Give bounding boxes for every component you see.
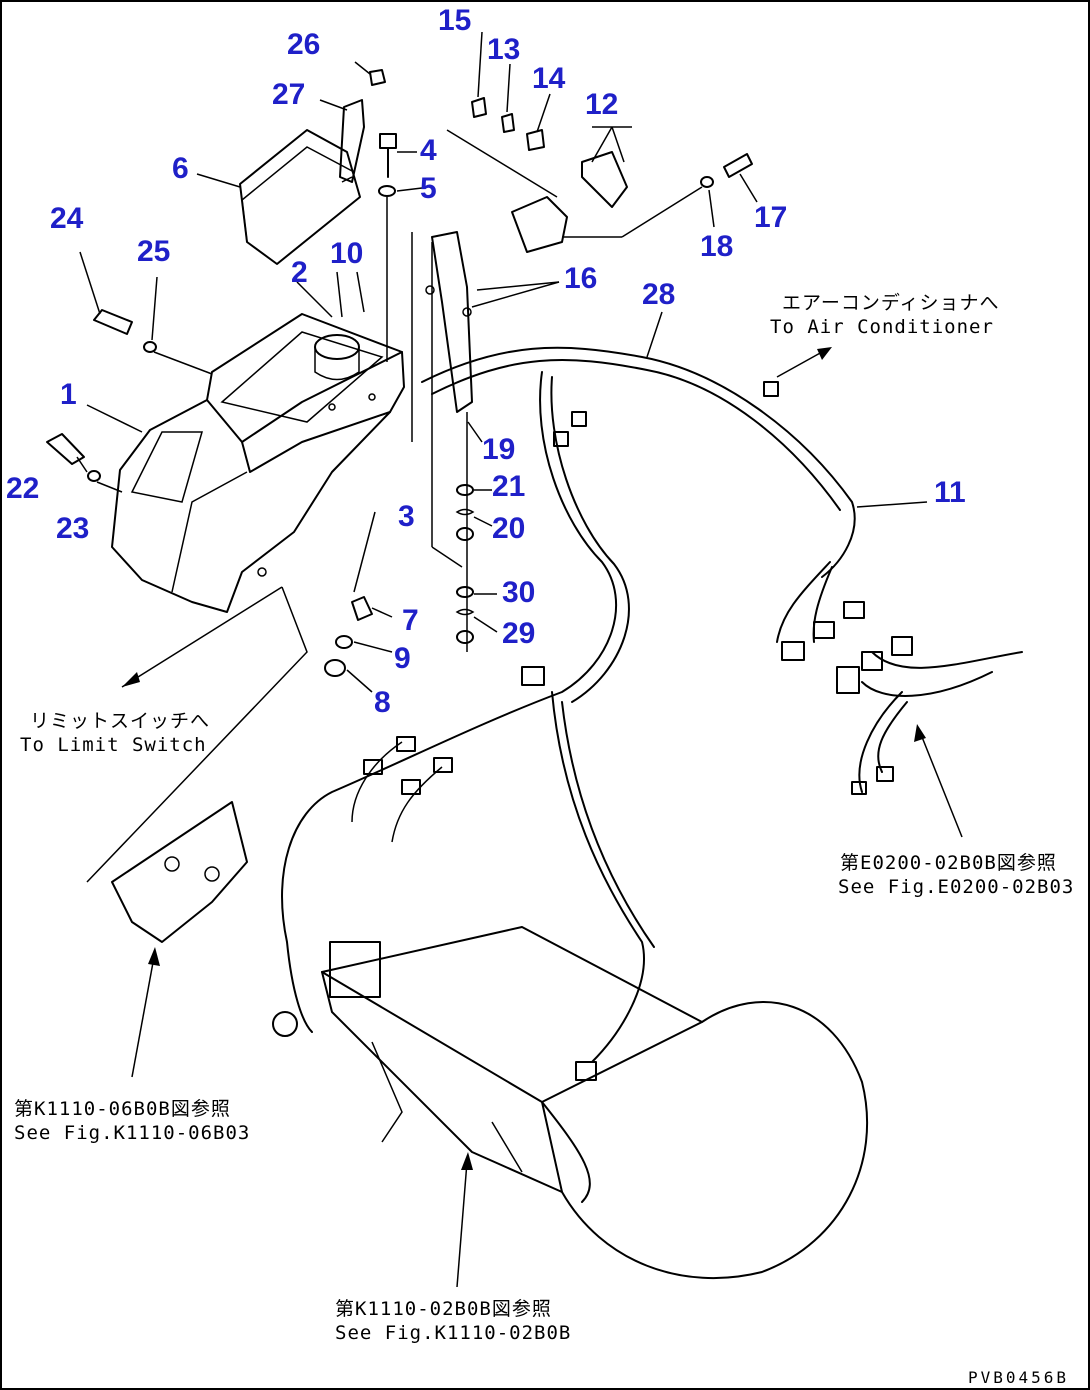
washer-23 [87, 470, 101, 482]
console-housing [111, 313, 405, 613]
note-ref-k1110-06-en: See Fig.K1110-06B03 [14, 1122, 251, 1144]
part-13 [501, 113, 515, 133]
callout-16: 16 [564, 262, 598, 295]
callout-4: 4 [420, 134, 437, 167]
bolt-17 [723, 153, 753, 178]
washer-18 [700, 176, 714, 188]
mount-bracket [111, 801, 248, 943]
nut-9 [335, 635, 353, 649]
callout-8: 8 [374, 686, 391, 719]
note-limit-switch-en: To Limit Switch [20, 734, 207, 756]
callout-20: 20 [492, 512, 526, 545]
callout-2: 2 [291, 256, 308, 289]
spring-20 [455, 508, 475, 516]
bolt-4 [379, 133, 397, 178]
washer-25 [143, 341, 157, 353]
part-22 [46, 433, 85, 465]
note-air-conditioner-en: To Air Conditioner [770, 316, 994, 338]
callout-13: 13 [487, 33, 521, 66]
callout-19: 19 [482, 433, 516, 466]
nut-26 [369, 69, 386, 86]
callout-6: 6 [172, 152, 189, 185]
callout-26: 26 [287, 28, 321, 61]
callout-7: 7 [402, 604, 419, 637]
callout-5: 5 [420, 172, 437, 205]
bracket-16 [431, 231, 473, 413]
callout-9: 9 [394, 642, 411, 675]
switch-12 [581, 151, 628, 208]
clamp-7 [351, 596, 373, 621]
note-air-conditioner-jp: エアーコンディショナへ [782, 292, 1000, 314]
callout-12: 12 [585, 88, 619, 121]
callout-30: 30 [502, 576, 536, 609]
callout-27: 27 [272, 78, 306, 111]
callout-11: 11 [934, 476, 966, 509]
note-limit-switch-jp: リミットスイッチへ [30, 710, 211, 732]
callout-3: 3 [398, 500, 415, 533]
part-15 [471, 97, 487, 118]
callout-18: 18 [700, 230, 734, 263]
note-ref-k1110-06-jp: 第K1110-06B0B図参照 [14, 1098, 231, 1120]
callout-1: 1 [60, 378, 77, 411]
nut-21 [456, 484, 474, 496]
note-ref-k1110-02-jp: 第K1110-02B0B図参照 [335, 1298, 552, 1320]
callout-29: 29 [502, 617, 536, 650]
wire-harness [281, 346, 1023, 1063]
bracket-27 [339, 99, 365, 183]
callout-14: 14 [532, 62, 566, 95]
note-ref-e0200-en: See Fig.E0200-02B03 [838, 876, 1075, 898]
spring-29 [455, 608, 475, 616]
callout-21: 21 [492, 470, 526, 503]
callout-15: 15 [438, 4, 472, 37]
callout-10: 10 [330, 237, 364, 270]
washer-5 [378, 185, 396, 197]
callout-25: 25 [137, 235, 171, 268]
note-ref-e0200-jp: 第E0200-02B0B図参照 [840, 852, 1057, 874]
drawing-code: PVB0456B [968, 1368, 1070, 1387]
part-14 [526, 129, 545, 151]
leader-lines [76, 31, 963, 1288]
callout-17: 17 [754, 201, 788, 234]
callout-22: 22 [6, 472, 40, 505]
callout-24: 24 [50, 202, 84, 235]
washer-8 [324, 659, 346, 677]
switch-body [511, 196, 568, 253]
callout-28: 28 [642, 278, 676, 311]
note-ref-k1110-02-en: See Fig.K1110-02B0B [335, 1322, 572, 1344]
air-conditioner-unit [272, 926, 869, 1280]
washer-30 [456, 586, 474, 598]
callout-23: 23 [56, 512, 90, 545]
